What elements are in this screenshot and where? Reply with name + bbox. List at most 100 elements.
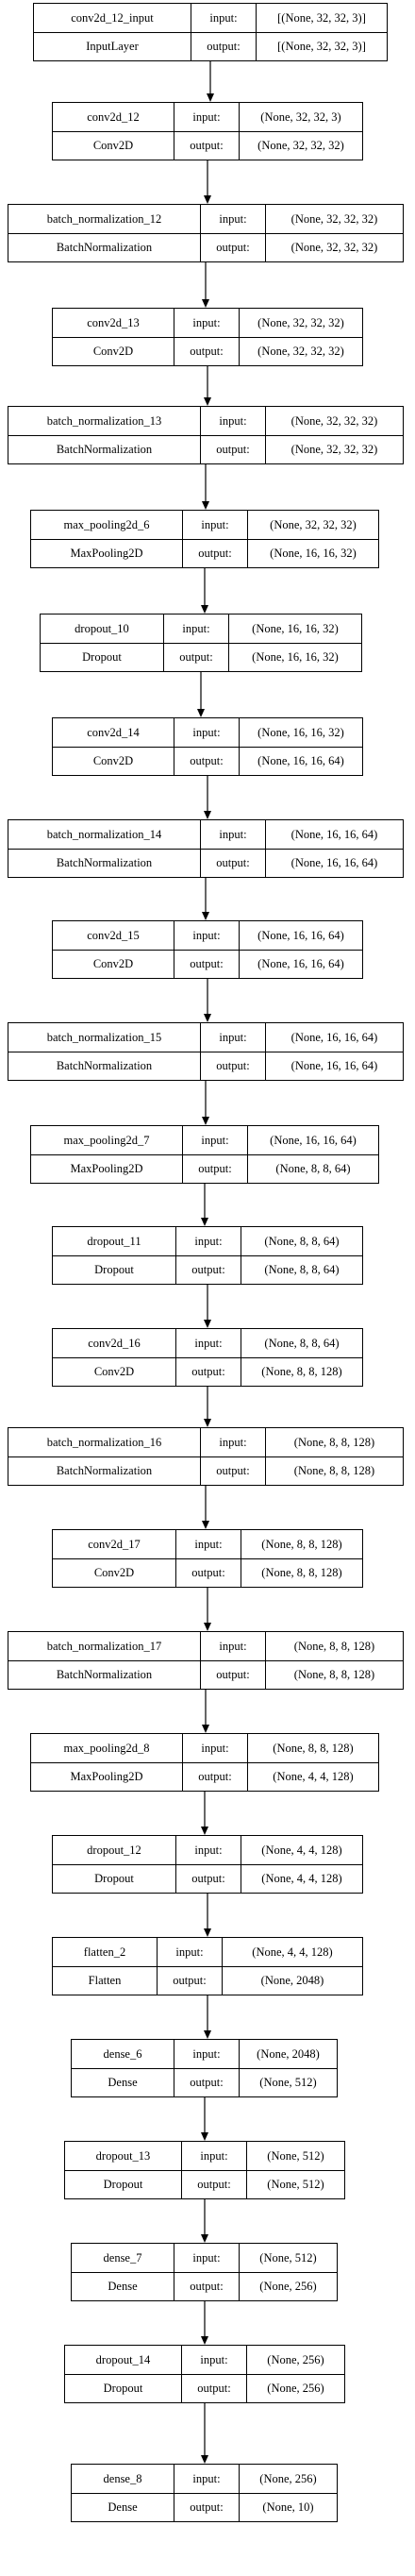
output-shape: (None, 32, 32, 32) <box>239 338 362 365</box>
output-label: output: <box>182 1763 247 1791</box>
layer-name: dense_7 <box>103 2250 142 2265</box>
output-shape: (None, 512) <box>246 2171 344 2198</box>
output-label: output: <box>174 132 239 160</box>
output-label: output: <box>175 1358 241 1386</box>
arrowhead <box>201 2234 208 2243</box>
output-label: output: <box>175 1559 241 1587</box>
input-label: input: <box>174 921 239 950</box>
input-shape: (None, 16, 16, 64) <box>239 921 362 950</box>
layer-type: Conv2D <box>92 754 134 767</box>
input-shape: (None, 16, 16, 32) <box>228 615 361 643</box>
output-shape: (None, 4, 4, 128) <box>247 1763 378 1791</box>
input-shape: (None, 8, 8, 64) <box>241 1329 362 1357</box>
layer-type: Dropout <box>103 2178 143 2191</box>
input-label: input: <box>175 1836 241 1864</box>
input-label: input: <box>175 1227 241 1255</box>
arrowhead <box>202 1725 209 1733</box>
output-shape: (None, 4, 4, 128) <box>241 1865 362 1893</box>
output-shape: (None, 32, 32, 32) <box>239 132 362 160</box>
layer-type: Conv2D <box>93 1365 135 1378</box>
output-label: output: <box>175 1865 241 1893</box>
input-label: input: <box>163 615 228 643</box>
arrowhead <box>201 1827 208 1835</box>
input-label: input: <box>174 2244 239 2272</box>
output-label: output: <box>200 1661 265 1689</box>
output-label: output: <box>174 748 239 775</box>
arrowhead <box>197 709 205 717</box>
input-shape: (None, 32, 32, 32) <box>239 309 362 337</box>
layer-type: Dense <box>108 2500 138 2514</box>
output-shape: (None, 8, 8, 64) <box>247 1155 378 1183</box>
layer-name: conv2d_17 <box>88 1537 141 1551</box>
output-shape: (None, 16, 16, 32) <box>247 540 378 567</box>
input-shape: (None, 16, 16, 64) <box>247 1126 378 1154</box>
arrowhead <box>201 2132 208 2141</box>
input-label: input: <box>182 1734 247 1762</box>
output-label: output: <box>174 2494 239 2521</box>
layer-type: Dense <box>108 2076 138 2089</box>
input-shape: (None, 16, 16, 64) <box>265 820 403 849</box>
layer-name: max_pooling2d_7 <box>63 1133 150 1147</box>
layer-type: MaxPooling2D <box>70 1162 143 1175</box>
input-label: input: <box>191 4 256 32</box>
layer-type: BatchNormalization <box>56 1059 153 1072</box>
layer-type: Dense <box>108 2280 138 2293</box>
layer-name: batch_normalization_13 <box>46 413 162 428</box>
layer-name: conv2d_12 <box>87 109 140 124</box>
output-label: output: <box>182 1155 247 1183</box>
input-shape: (None, 16, 16, 32) <box>239 718 362 747</box>
arrowhead <box>201 2455 208 2464</box>
layer-name: flatten_2 <box>83 1945 126 1959</box>
output-shape: (None, 32, 32, 32) <box>265 436 403 463</box>
output-label: output: <box>157 1967 222 1995</box>
input-label: input: <box>174 103 239 131</box>
output-shape: (None, 32, 32, 32) <box>265 234 403 261</box>
output-label: output: <box>181 2375 246 2402</box>
input-shape: (None, 8, 8, 128) <box>247 1734 378 1762</box>
layer-name: conv2d_13 <box>87 315 140 329</box>
arrowhead <box>204 397 211 406</box>
input-shape: (None, 8, 8, 64) <box>241 1227 362 1255</box>
output-label: output: <box>182 540 247 567</box>
arrowhead <box>204 1320 211 1328</box>
input-label: input: <box>200 1023 265 1052</box>
arrowhead <box>201 2336 208 2345</box>
layer-name: max_pooling2d_8 <box>63 1741 150 1755</box>
arrowhead <box>202 1117 209 1125</box>
layer-type: Dropout <box>82 650 122 664</box>
layer-name: batch_normalization_16 <box>46 1435 162 1449</box>
output-shape: (None, 256) <box>246 2375 344 2402</box>
layer-type: Flatten <box>88 1974 122 1987</box>
layer-name: max_pooling2d_6 <box>63 517 150 531</box>
output-shape: (None, 256) <box>239 2273 337 2300</box>
arrowhead <box>204 811 211 819</box>
arrowhead <box>204 1928 211 1937</box>
output-label: output: <box>200 1052 265 1080</box>
